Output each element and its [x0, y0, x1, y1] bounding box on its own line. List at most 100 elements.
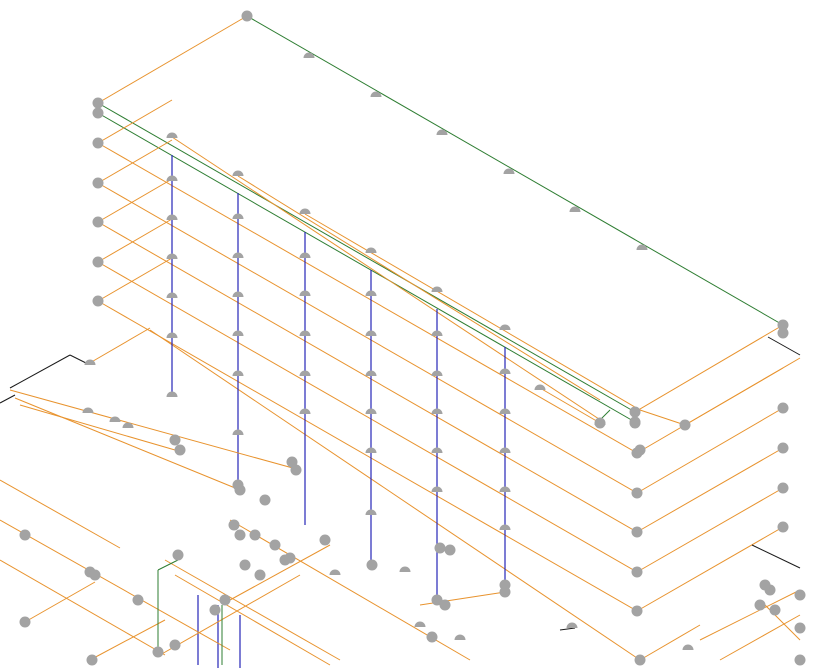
node-marker	[290, 464, 302, 476]
node-marker-half	[499, 368, 511, 374]
node-marker	[249, 529, 261, 541]
node-marker	[259, 494, 271, 506]
node-marker	[92, 295, 104, 307]
node-marker	[431, 594, 443, 606]
floor-right-edge	[684, 357, 801, 426]
floor-front-edge	[97, 182, 638, 494]
node-marker-half	[499, 447, 511, 453]
node-marker-half	[431, 408, 443, 414]
node-marker-half	[232, 330, 244, 336]
floor-right-edge	[636, 487, 784, 573]
node-marker	[499, 586, 511, 598]
node-marker-half	[299, 252, 311, 258]
ramp-edge	[14, 397, 241, 491]
beam	[539, 387, 601, 424]
node-marker-half	[499, 324, 511, 330]
floor-right-edge	[639, 624, 701, 661]
node-marker	[777, 402, 789, 414]
node-marker-half	[232, 252, 244, 258]
node-marker	[234, 529, 246, 541]
node-marker	[19, 529, 31, 541]
floor-front-edge	[149, 329, 641, 661]
floor-right-edge	[639, 409, 686, 426]
ramp-edge	[0, 519, 231, 651]
ramp-edge	[9, 389, 301, 471]
node-marker	[366, 559, 378, 571]
podium-edge	[159, 574, 301, 656]
node-marker-half	[414, 621, 426, 627]
node-marker	[634, 654, 646, 666]
node-marker	[631, 566, 643, 578]
node-marker-half	[454, 634, 466, 640]
node-marker	[284, 552, 296, 564]
node-marker	[777, 319, 789, 331]
floor-front-edge	[97, 300, 638, 612]
ramp-edge	[19, 404, 176, 451]
node-marker-half	[109, 416, 121, 422]
node-marker	[209, 604, 221, 616]
node-marker-half	[399, 566, 411, 572]
podium-edge	[229, 544, 331, 601]
node-marker-half	[682, 644, 694, 650]
node-marker	[269, 539, 281, 551]
node-marker	[152, 646, 164, 658]
node-marker-half	[82, 407, 94, 413]
node-marker	[92, 216, 104, 228]
node-marker-half	[499, 524, 511, 530]
node-marker-half	[431, 330, 443, 336]
node-marker-half	[299, 208, 311, 214]
node-marker	[132, 594, 144, 606]
node-marker	[426, 631, 438, 643]
roof-front-edge-2	[97, 112, 636, 423]
columns	[171, 155, 506, 668]
outline	[751, 544, 801, 569]
node-marker	[172, 549, 184, 561]
node-marker-half	[365, 447, 377, 453]
beam	[304, 213, 641, 411]
node-marker-half	[566, 622, 578, 628]
floor-edge	[97, 99, 173, 144]
node-marker-half	[365, 509, 377, 515]
podium-edge	[699, 589, 801, 641]
node-marker	[92, 107, 104, 119]
ramp-edge	[0, 559, 166, 656]
node-marker-half	[594, 419, 606, 425]
floor-right-edge	[636, 447, 784, 533]
floor-front-edge	[97, 221, 638, 533]
floor-right-edge	[636, 526, 784, 612]
floor-edge	[97, 218, 173, 263]
node-marker-half	[166, 175, 178, 181]
node-marker-half	[329, 569, 341, 575]
floor-slabs	[87, 99, 801, 661]
node-marker	[777, 327, 789, 339]
node-marker-half	[232, 170, 244, 176]
node-marker-half	[232, 370, 244, 376]
node-marker	[434, 542, 446, 554]
node-marker	[92, 97, 104, 109]
node-marker	[769, 604, 781, 616]
podium-green-edge	[157, 559, 179, 571]
node-marker-half	[431, 447, 443, 453]
node-marker-half	[166, 132, 178, 138]
node-marker	[241, 10, 253, 22]
beam	[237, 175, 601, 401]
node-marker	[86, 654, 98, 666]
node-marker	[444, 544, 456, 556]
floor-edge	[97, 257, 173, 302]
roof-top-edge	[246, 15, 784, 326]
node-marker	[174, 444, 186, 456]
node-marker	[777, 442, 789, 454]
node-marker	[239, 559, 251, 571]
node-marker-half	[232, 429, 244, 435]
node-marker-half	[569, 206, 581, 212]
node-marker	[319, 534, 331, 546]
node-marker-half	[166, 214, 178, 220]
node-marker	[631, 605, 643, 617]
node-marker-half	[636, 244, 648, 250]
node-marker-half	[232, 213, 244, 219]
node-marker	[759, 579, 771, 591]
floor-edge	[87, 327, 151, 365]
outline	[0, 394, 16, 404]
